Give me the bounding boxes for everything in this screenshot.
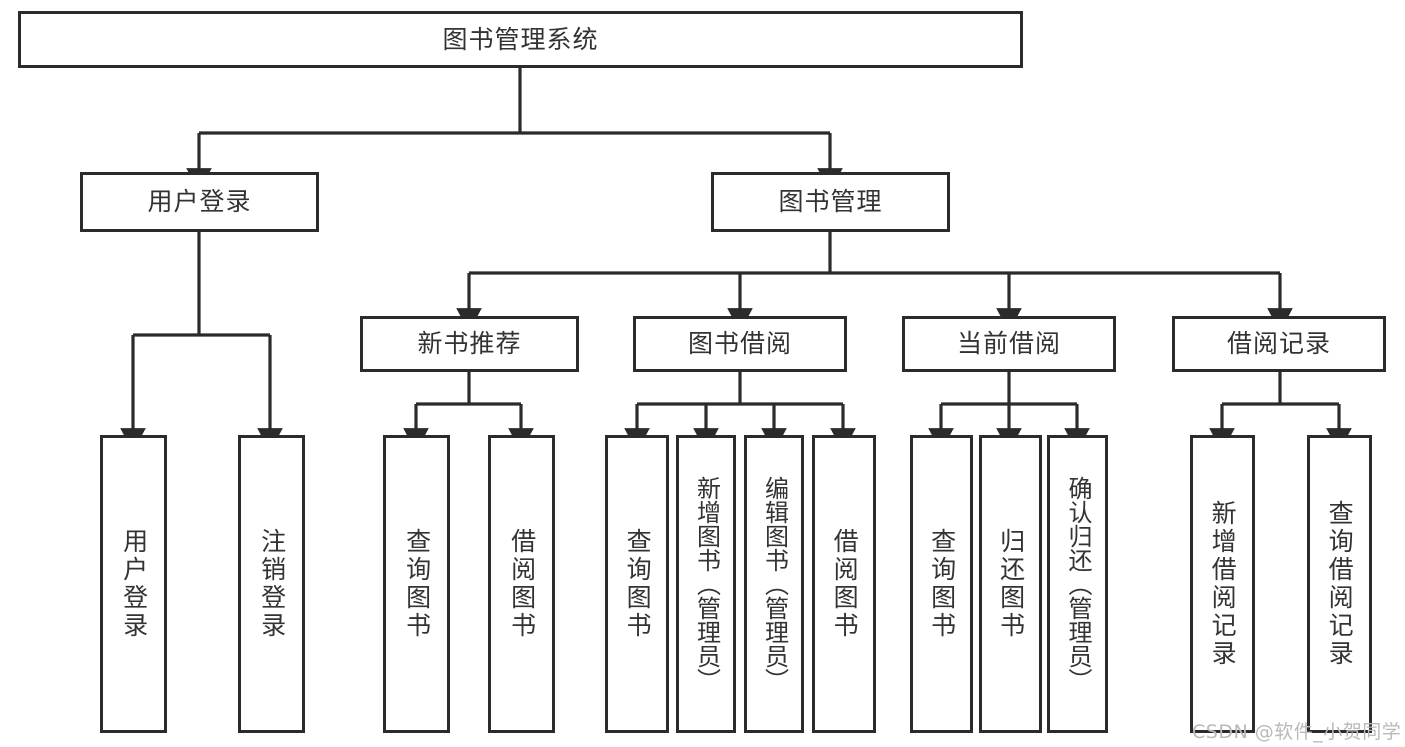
leaf-add-book-admin[interactable]: 新增图书（管理员） (676, 435, 736, 733)
node-label: 查询借阅记录 (1325, 500, 1355, 668)
leaf-return-book[interactable]: 归还图书 (979, 435, 1042, 733)
node-current-borrow[interactable]: 当前借阅 (902, 316, 1116, 372)
node-root-book-management-system[interactable]: 图书管理系统 (18, 11, 1023, 68)
node-book-borrow[interactable]: 图书借阅 (633, 316, 847, 372)
leaf-user-login[interactable]: 用户登录 (100, 435, 167, 733)
csdn-watermark: CSDN @软件_小贺同学 (1192, 721, 1402, 743)
leaf-query-book-recommend[interactable]: 查询图书 (383, 435, 450, 733)
node-label: 编辑图书（管理员） (760, 476, 789, 692)
node-label: 确认归还（管理员） (1063, 476, 1092, 692)
node-borrow-record[interactable]: 借阅记录 (1172, 316, 1386, 372)
node-label: 查询图书 (927, 528, 957, 640)
node-book-management[interactable]: 图书管理 (711, 172, 950, 232)
node-label: 借阅图书 (830, 528, 860, 640)
node-label: 图书借阅 (687, 329, 792, 359)
node-label: 借阅记录 (1226, 329, 1331, 359)
leaf-edit-book-admin[interactable]: 编辑图书（管理员） (744, 435, 804, 733)
node-label: 图书管理 (778, 187, 883, 217)
leaf-logout[interactable]: 注销登录 (238, 435, 305, 733)
leaf-borrow-book[interactable]: 借阅图书 (812, 435, 876, 733)
leaf-query-book-current[interactable]: 查询图书 (910, 435, 973, 733)
leaf-query-borrow-record[interactable]: 查询借阅记录 (1307, 435, 1372, 733)
node-label: 归还图书 (996, 528, 1026, 640)
leaf-borrow-book-recommend[interactable]: 借阅图书 (488, 435, 555, 733)
node-label: 图书管理系统 (442, 24, 599, 54)
leaf-add-borrow-record[interactable]: 新增借阅记录 (1190, 435, 1255, 733)
node-label: 当前借阅 (956, 329, 1061, 359)
node-label: 用户登录 (147, 187, 252, 217)
node-label: 新书推荐 (417, 329, 522, 359)
node-user-login[interactable]: 用户登录 (80, 172, 319, 232)
node-label: 查询图书 (402, 528, 432, 640)
node-label: 查询图书 (623, 528, 653, 640)
leaf-query-book-borrow[interactable]: 查询图书 (605, 435, 669, 733)
leaf-confirm-return-admin[interactable]: 确认归还（管理员） (1047, 435, 1108, 733)
node-label: 借阅图书 (507, 528, 537, 640)
node-label: 新增图书（管理员） (692, 476, 721, 692)
node-new-book-recommend[interactable]: 新书推荐 (360, 316, 579, 372)
node-label: 用户登录 (119, 528, 149, 640)
node-label: 新增借阅记录 (1208, 500, 1238, 668)
node-label: 注销登录 (257, 528, 287, 640)
